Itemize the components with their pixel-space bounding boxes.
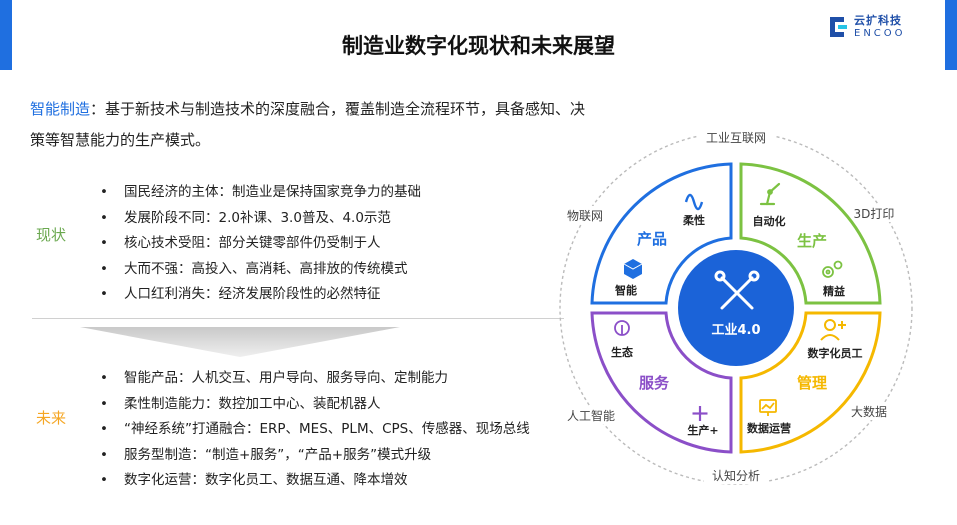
outer-label-top-left: 物联网 [560,206,610,224]
outer-label-bottom-left: 人工智能 [560,406,622,424]
tools-icon [714,270,760,310]
list-item: 大而不强：高投入、高消耗、高排放的传统模式 [100,257,421,283]
list-item: 人口红利消失：经济发展阶段性的必然特征 [100,282,421,308]
quadrant-service-title: 服务 [639,374,670,392]
gears-icon [822,260,843,278]
outer-label-bottom-right: 大数据 [844,402,894,420]
wave-icon [684,193,704,211]
corner-accent-right [945,0,957,70]
future-label: 未来 [36,409,67,427]
list-item: 服务型制造：“制造+服务”，“产品+服务”模式升级 [100,443,530,469]
down-arrow-icon [80,327,400,357]
service-item-ecology: 生态 [611,345,633,359]
intro-paragraph: 智能制造：基于新技术与制造技术的深度融合，覆盖制造全流程环节，具备感知、决策等智… [30,94,590,156]
outer-label-bottom: 认知分析 [704,466,768,484]
robot-arm-icon [759,182,781,206]
svg-text:人工智能: 人工智能 [567,408,615,423]
quadrant-production-title: 生产 [797,232,827,250]
production-item-automation: 自动化 [753,214,786,228]
plus-icon [692,406,708,421]
list-item: 数字化运营：数字化员工、数据互通、降本增效 [100,468,530,494]
product-item-smart: 智能 [615,283,637,297]
list-item: 智能产品：人机交互、用户导向、服务导向、定制能力 [100,366,530,392]
logo-mark-icon [830,17,847,37]
cube-icon [623,259,643,279]
corner-accent-left [0,0,12,70]
quadrant-service [590,311,733,454]
intro-text: ：基于新技术与制造技术的深度融合，覆盖制造全流程环节，具备感知、决策等智慧能力的… [30,100,586,149]
center-label: 工业4.0 [711,322,760,338]
page-title: 制造业数字化现状和未来展望 [342,34,615,58]
svg-text:工业互联网: 工业互联网 [706,131,766,145]
list-item: “神经系统”打通融合：ERP、MES、PLM、CPS、传感器、现场总线 [100,417,530,443]
current-list: 国民经济的主体：制造业是保持国家竞争力的基础 发展阶段不同：2.0补课、3.0普… [100,180,421,308]
monitor-chart-icon [759,399,777,416]
management-item-data-ops: 数据运营 [747,421,791,435]
future-list: 智能产品：人机交互、用户导向、服务导向、定制能力 柔性制造能力：数控加工中心、装… [100,366,530,494]
add-user-icon [820,319,846,341]
outer-label-top: 工业互联网 [698,128,774,146]
section-divider [32,318,564,319]
quadrant-management [739,311,882,454]
svg-text:大数据: 大数据 [851,404,887,419]
leaf-icon [614,320,630,336]
quadrant-product-title: 产品 [637,230,667,248]
list-item: 国民经济的主体：制造业是保持国家竞争力的基础 [100,180,421,206]
quadrant-management-title: 管理 [797,374,827,392]
service-item-production-plus: 生产+ [687,423,718,437]
svg-text:认知分析: 认知分析 [712,469,760,483]
list-item: 核心技术受阻：部分关键零部件仍受制于人 [100,231,421,257]
logo-name-en: ENCOO [854,27,906,39]
svg-text:物联网: 物联网 [567,209,603,223]
outer-label-top-right: 3D打印 [848,204,900,222]
industry-4-diagram: 工业互联网 3D打印 物联网 大数据 人工智能 认知分析 工业4.0 产品 柔性… [559,128,913,485]
center-circle [678,250,794,366]
list-item: 发展阶段不同：2.0补课、3.0普及、4.0示范 [100,206,421,232]
management-item-digital-staff: 数字化员工 [808,346,863,360]
production-item-lean: 精益 [823,284,845,298]
product-item-flexible: 柔性 [682,213,705,227]
intro-highlight: 智能制造 [30,100,91,118]
svg-text:3D打印: 3D打印 [854,207,895,221]
brand-logo: 云扩科技 ENCOO [826,14,906,40]
logo-name-cn: 云扩科技 [854,14,902,28]
list-item: 柔性制造能力：数控加工中心、装配机器人 [100,392,530,418]
quadrant-production [739,162,882,305]
current-label: 现状 [36,226,67,244]
